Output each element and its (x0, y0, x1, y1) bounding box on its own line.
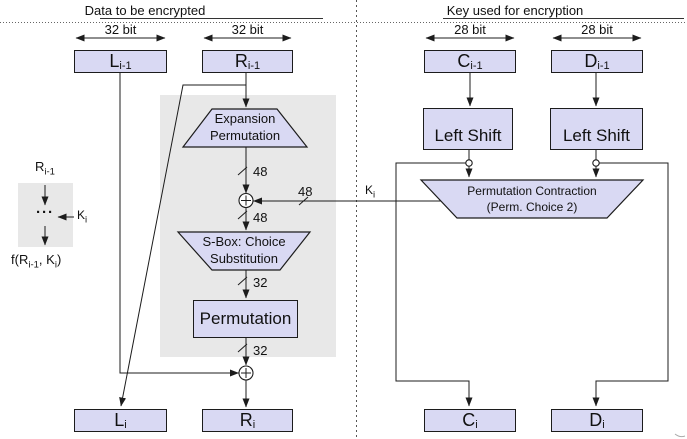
k-label: Ki (365, 183, 376, 201)
k-label-sub: i (373, 189, 376, 201)
legend-input-label: Ri-1 (25, 159, 65, 177)
register-d-next-label: D (589, 410, 603, 430)
bus-tick-48-b (237, 210, 248, 220)
bus-tick-32-b (237, 343, 248, 353)
perm-contraction-line1: Permutation Contraction (467, 184, 597, 198)
header-right: Key used for encryption (446, 3, 584, 18)
expansion-line1: Expansion (214, 111, 276, 126)
left-shift-label-1: Left Shift (434, 126, 502, 145)
legend-output-p3: ) (56, 252, 62, 267)
k-label-main: K (365, 183, 374, 197)
perm-contraction-label: Permutation Contraction (Perm. Choice 2) (421, 183, 643, 215)
branch-dot-right (592, 159, 600, 167)
wire-d-loop (592, 162, 669, 407)
header-left: Data to be encrypted (84, 3, 206, 18)
bit-label-d: 28 bit (581, 22, 613, 37)
bus-label-32-a: 32 (253, 275, 268, 290)
bus-label-48-k: 48 (298, 184, 313, 199)
perm-contraction-line2: (Perm. Choice 2) (486, 200, 578, 214)
wire-l-prev-to-xor2 (119, 73, 239, 377)
bus-tick-32-a (237, 276, 248, 286)
bus-label-32-b: 32 (253, 343, 268, 358)
wire-c-loop (395, 162, 473, 407)
sbox-line1: S-Box: Choice (202, 234, 286, 249)
bus-tick-48-k (298, 196, 309, 206)
xor2-icon (238, 365, 254, 381)
sbox-line2: Substitution (210, 251, 278, 266)
register-d-prev-label: D (584, 51, 598, 71)
left-shift-block-1: Left Shift (423, 108, 513, 150)
legend-dots: ··· (36, 204, 54, 221)
legend-output-label: f(Ri-1, Ki) (11, 252, 62, 270)
left-shift-block-2: Left Shift (550, 108, 643, 150)
bit-label-c: 28 bit (454, 22, 486, 37)
bit-label-l: 32 bit (104, 22, 137, 37)
legend-input-sub: i-1 (44, 166, 55, 178)
permutation-block: Permutation (193, 300, 298, 338)
left-shift-label-2: Left Shift (562, 126, 631, 145)
bit-label-r: 32 bit (231, 22, 264, 37)
expansion-line2: Permutation (209, 128, 281, 143)
legend-output-s1: i-1 (28, 259, 39, 271)
bus-label-48-b: 48 (253, 210, 268, 225)
permutation-contraction-shape (419, 179, 645, 219)
legend-key-main: K (77, 208, 86, 222)
register-r-next-label: R (239, 410, 253, 430)
legend-key-sub: i (85, 214, 88, 226)
corner-artifact (674, 433, 686, 438)
register-c-next-label: C (462, 410, 476, 430)
bus-tick-48-a (237, 166, 248, 176)
register-l-next-label: L (114, 410, 125, 430)
register-r-prev-label: R (234, 51, 248, 71)
branch-dot-left (465, 159, 473, 167)
permutation-label: Permutation (199, 309, 292, 328)
legend-key-label: Ki (77, 208, 88, 226)
sbox-label: S-Box: Choice Substitution (178, 233, 310, 267)
expansion-permutation-shape (181, 108, 309, 148)
register-l-prev-label: L (109, 51, 120, 71)
register-c-prev-label: C (457, 51, 471, 71)
xor-icon (238, 192, 254, 209)
bus-label-48-a: 48 (253, 164, 268, 179)
expansion-permutation-label: Expansion Permutation (183, 110, 307, 144)
wire-r-prev-to-l-next (119, 84, 246, 407)
legend-input-main: R (35, 159, 45, 174)
legend-output-s2: i (54, 259, 57, 271)
legend-output-p1: f(R (11, 252, 29, 267)
sbox-shape (176, 231, 312, 271)
legend-output-p2: , K (38, 252, 55, 267)
